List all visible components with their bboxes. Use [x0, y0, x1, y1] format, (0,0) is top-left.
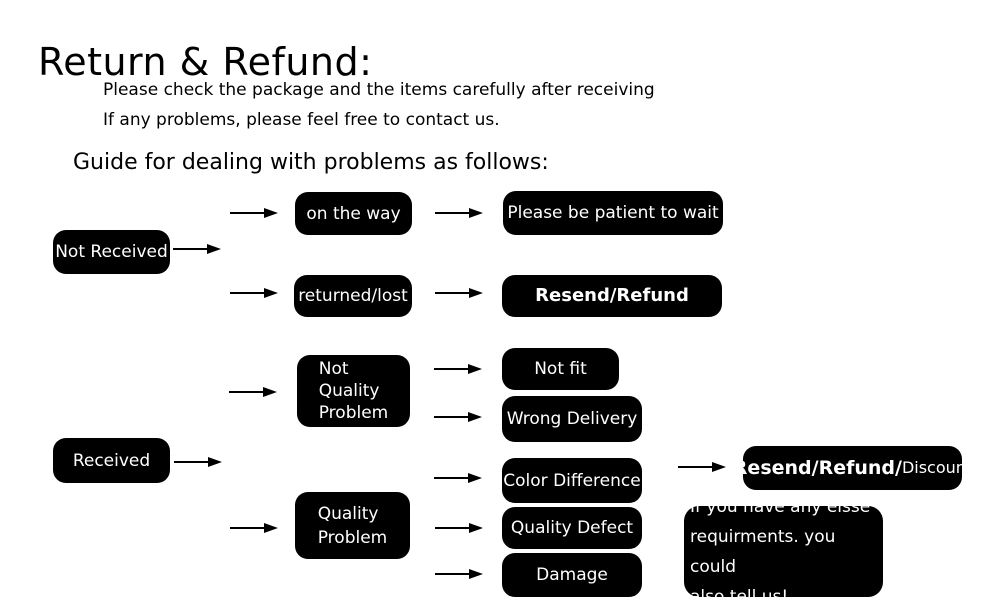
- arrow-from-not-received: [173, 244, 221, 254]
- arrow-to-quality-problem: [230, 523, 278, 533]
- node-please-be-patient: Please be patient to wait: [503, 191, 723, 235]
- node-resend-refund-discount: Resend/Refund/Discount: [733, 446, 972, 490]
- node-not-quality-problem: Not Quality Problem: [297, 355, 410, 427]
- arrow-to-quality-defect: [435, 523, 483, 533]
- node-received: Received: [53, 438, 170, 483]
- arrow-to-not-fit: [434, 364, 482, 374]
- node-else-requirements-note: If you have any elsse requirments. you c…: [684, 497, 883, 603]
- arrow-to-not-quality-problem: [229, 387, 277, 397]
- node-not-fit: Not fit: [502, 348, 619, 390]
- node-on-the-way: on the way: [295, 192, 412, 235]
- node-color-difference: Color Difference: [502, 458, 642, 503]
- arrow-to-damage: [435, 569, 483, 579]
- node-not-received: Not Received: [53, 230, 170, 274]
- arrow-to-wrong-delivery: [434, 412, 482, 422]
- node-damage: Damage: [502, 553, 642, 597]
- node-quality-defect: Quality Defect: [502, 507, 642, 549]
- page-title: Return & Refund:: [38, 40, 373, 85]
- arrow-to-resend-refund-discount: [678, 462, 726, 472]
- arrow-to-on-the-way: [230, 208, 278, 218]
- arrow-to-resend-refund: [435, 288, 483, 298]
- node-quality-problem: Quality Problem: [295, 492, 410, 559]
- node-resend-refund-discount-regular-text: Discount: [901, 458, 973, 477]
- node-resend-refund: Resend/Refund: [502, 275, 722, 317]
- arrow-to-please-be-patient: [435, 208, 483, 218]
- node-returned-lost: returned/lost: [294, 275, 412, 317]
- node-wrong-delivery: Wrong Delivery: [502, 396, 642, 442]
- guide-heading: Guide for dealing with problems as follo…: [73, 150, 549, 175]
- arrow-to-returned-lost: [230, 288, 278, 298]
- intro-text-line-2: If any problems, please feel free to con…: [103, 110, 500, 130]
- intro-text-line-1: Please check the package and the items c…: [103, 80, 655, 100]
- arrow-from-received: [174, 457, 222, 467]
- arrow-to-color-difference: [434, 473, 482, 483]
- node-resend-refund-discount-bold-text: Resend/Refund/: [732, 457, 902, 479]
